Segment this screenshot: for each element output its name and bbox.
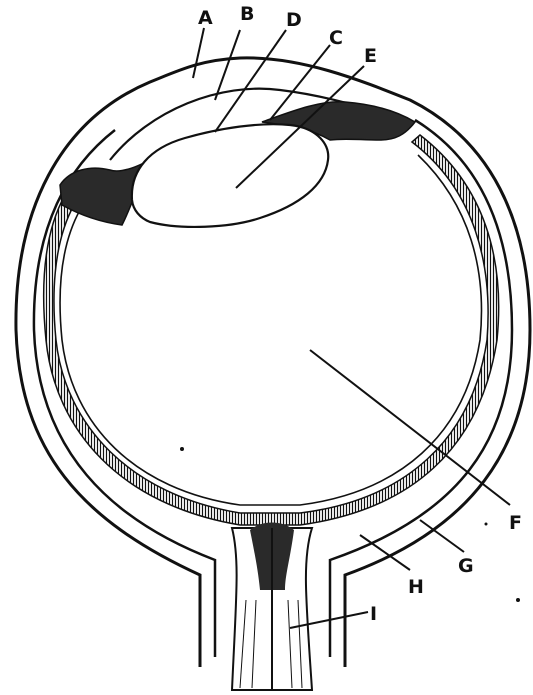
label-c: C xyxy=(329,27,343,49)
dot-right xyxy=(516,598,520,602)
label-b: B xyxy=(240,3,254,25)
label-d: D xyxy=(286,9,302,31)
dot-left xyxy=(180,447,184,451)
optic-nerve xyxy=(232,523,312,691)
label-f: F xyxy=(509,512,522,534)
label-h: H xyxy=(408,576,424,598)
label-e: E xyxy=(364,45,377,67)
label-i: I xyxy=(370,603,377,625)
dot-mid xyxy=(485,523,488,526)
label-a: A xyxy=(198,7,213,29)
leader-a xyxy=(193,28,204,78)
lens xyxy=(132,124,328,227)
label-g: G xyxy=(458,555,474,577)
